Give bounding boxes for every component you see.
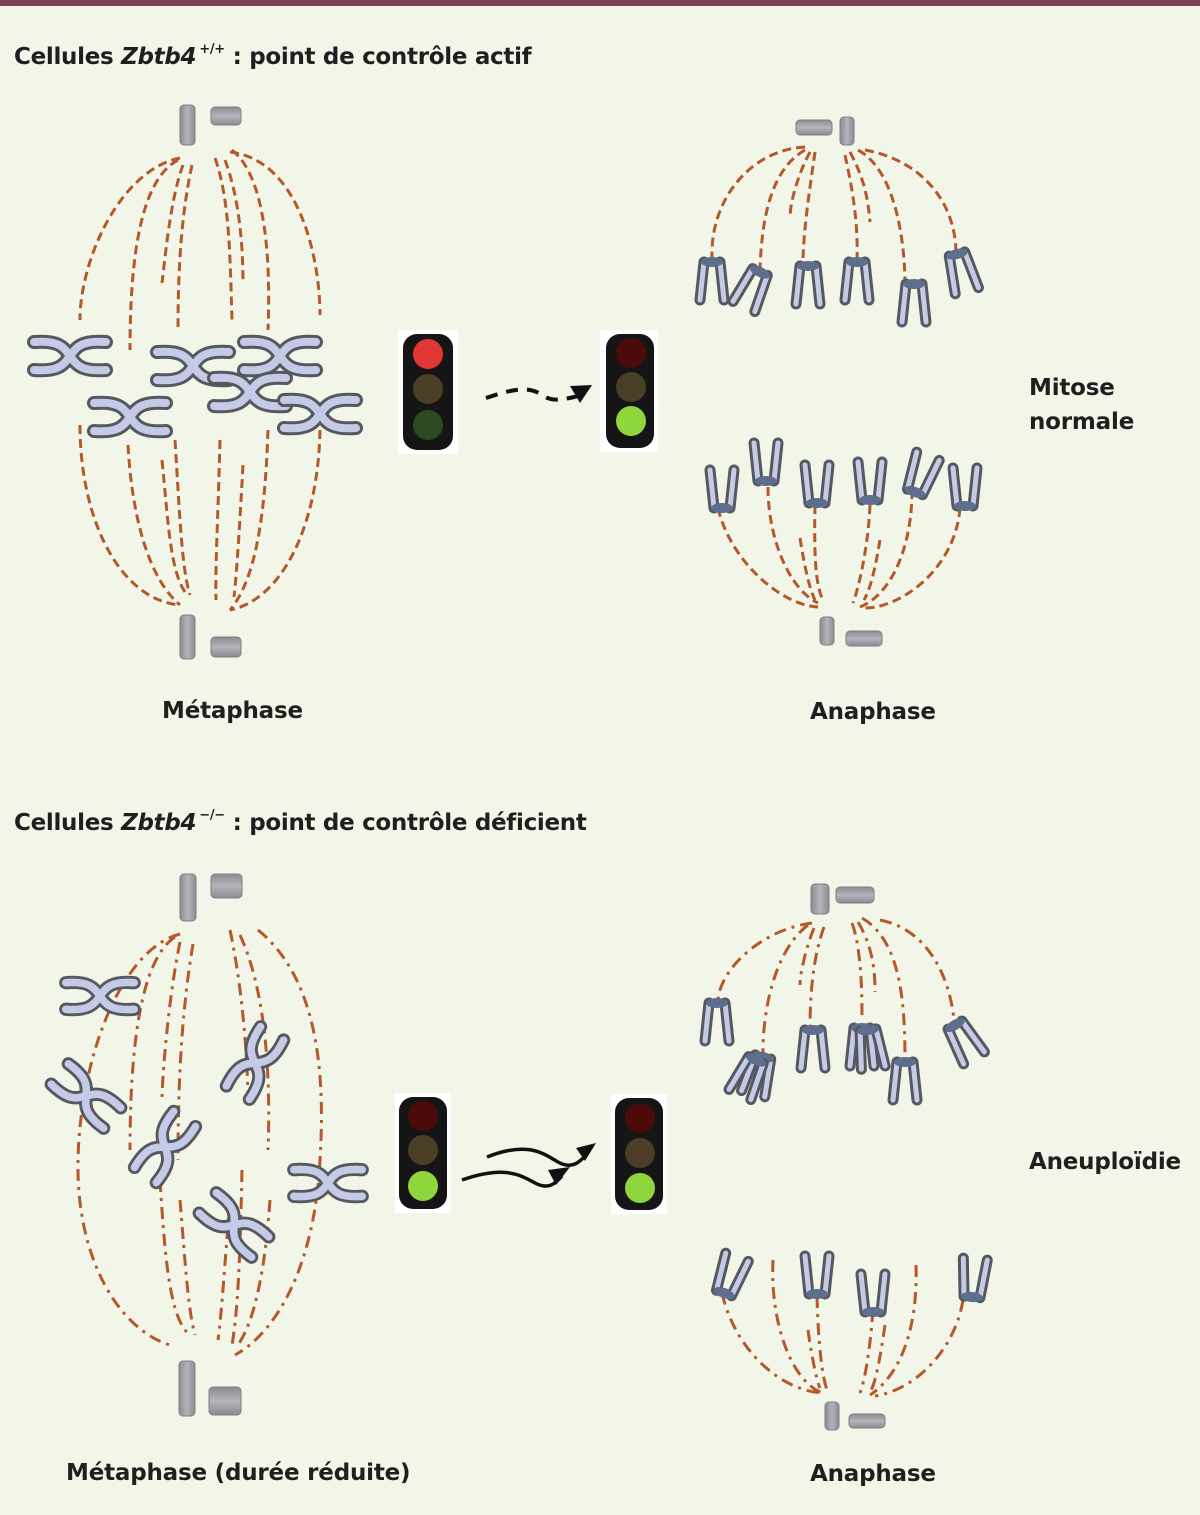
spindle-fibers (710, 145, 958, 286)
traffic-light-icon (398, 330, 458, 454)
heading-prefix: Cellules (14, 810, 114, 836)
chromosome-icon (960, 1258, 988, 1303)
chromosome-icon (34, 342, 106, 371)
traffic-light-icon (395, 1093, 451, 1213)
chromosome-icon (66, 982, 134, 1009)
heading-suffix: : point de contrôle actif (232, 44, 532, 70)
chromosomes-metaphase (34, 342, 356, 432)
chromosome-icon (711, 1253, 748, 1302)
outcome-label-line-1: Mitose (1029, 375, 1115, 401)
top-accent-bar (0, 0, 1200, 6)
chromosome-icon (801, 1025, 825, 1068)
chromosome-icon (754, 443, 778, 486)
chromosome-icon (284, 400, 356, 429)
centriole-icon (179, 614, 242, 660)
spindle-fibers (78, 148, 322, 612)
spindle-fibers (76, 928, 323, 1357)
centriole-icon (819, 616, 883, 647)
chromosome-icon (902, 452, 939, 501)
chromosome-icon (700, 257, 724, 300)
arrow-icon (461, 1143, 596, 1188)
spindle-fibers (716, 916, 956, 1061)
panel-wildtype (34, 104, 978, 660)
centriole-icon (178, 1360, 242, 1417)
gene-name: Zbtb4 (121, 44, 197, 70)
outcome-label: Aneuploïdie (1029, 1149, 1181, 1175)
chromosome-icon (861, 1274, 885, 1317)
centriole-icon (179, 873, 243, 922)
metaphase-label: Métaphase (durée réduite) (66, 1460, 411, 1486)
chromosome-icon (134, 1111, 196, 1183)
chromosome-icon (845, 257, 869, 300)
chromosome-icon (199, 1193, 269, 1258)
chromosomes-misaligned (51, 982, 362, 1257)
chromosome-icon (805, 1256, 829, 1299)
anaphase-label: Anaphase (810, 1461, 936, 1487)
anaphase-label: Anaphase (810, 699, 936, 725)
chromosome-icon (244, 342, 316, 371)
chromosomes-anaphase-top (700, 246, 978, 322)
chromosome-icon (902, 279, 926, 322)
centriole-icon (824, 1401, 886, 1431)
chromosome-icon (226, 1027, 284, 1100)
arrow-icon (485, 385, 592, 403)
panel-knockout (51, 873, 987, 1431)
chromosome-icon (294, 1169, 362, 1196)
centriole-icon (795, 116, 855, 146)
chromosome-icon (953, 468, 977, 511)
traffic-light-icon (600, 330, 658, 452)
chromosome-icon (214, 378, 286, 407)
traffic-light-icon (611, 1094, 667, 1214)
centriole-icon (810, 883, 875, 915)
panel-heading-knockout: Cellules Zbtb4−/− : point de contrôle dé… (14, 808, 587, 836)
gene-name: Zbtb4 (121, 810, 197, 836)
genotype-superscript: +/+ (199, 42, 225, 57)
spindle-fibers (716, 486, 962, 610)
chromosome-icon (796, 261, 820, 304)
centriole-icon (179, 104, 242, 146)
chromosomes-anaphase-top (705, 998, 984, 1100)
chromosomes-anaphase-bottom (710, 443, 977, 513)
chromosome-icon (94, 403, 166, 432)
chromosomes-anaphase-bottom (711, 1253, 987, 1317)
chromosome-icon (705, 998, 729, 1041)
chromosome-icon (944, 246, 978, 294)
chromosome-icon (942, 1015, 984, 1064)
chromosome-icon (710, 470, 734, 513)
spindle-fibers (720, 1259, 965, 1398)
panel-heading-wildtype: Cellules Zbtb4+/+ : point de contrôle ac… (14, 42, 532, 70)
chromosome-icon (893, 1057, 917, 1100)
outcome-label-line-2: normale (1029, 409, 1135, 435)
chromosome-icon (51, 1064, 121, 1129)
chromosome-icon (733, 262, 773, 311)
heading-prefix: Cellules (14, 44, 114, 70)
genotype-superscript: −/− (199, 808, 225, 823)
heading-suffix: : point de contrôle déficient (232, 810, 587, 836)
metaphase-label: Métaphase (162, 698, 303, 724)
chromosome-icon (805, 465, 829, 508)
chromosome-icon (858, 462, 882, 505)
